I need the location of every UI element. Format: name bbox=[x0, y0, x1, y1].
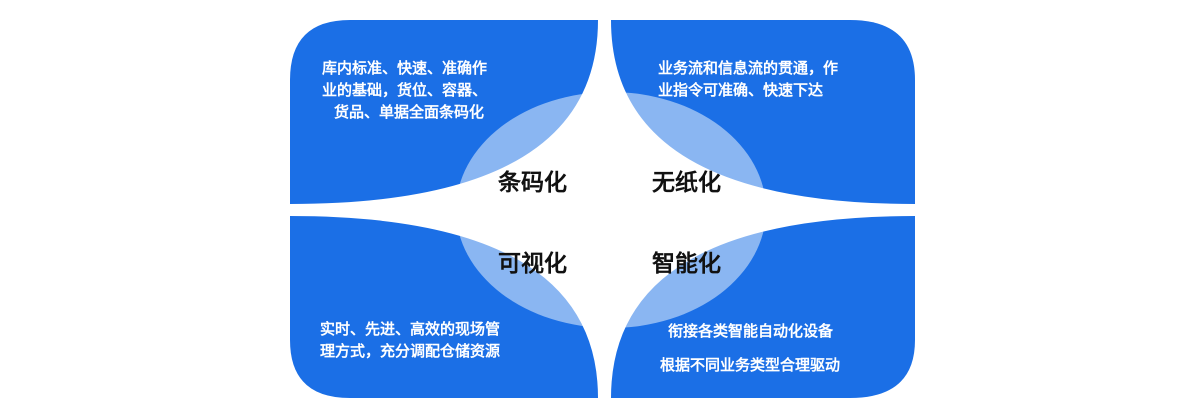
label-intelligent: 智能化 bbox=[652, 251, 721, 277]
description-line: 业务流和信息流的贯通，作 bbox=[658, 59, 839, 77]
label-visualization: 可视化 bbox=[498, 251, 567, 277]
description-line: 衔接各类智能自动化设备 bbox=[668, 322, 834, 340]
label-barcode: 条码化 bbox=[498, 170, 567, 196]
bottom-right-description: 衔接各类智能自动化设备 根据不同业务类型合理驱动 bbox=[660, 320, 840, 376]
description-line: 实时、先进、高效的现场管 bbox=[320, 320, 501, 338]
description-line: 业指令可准确、快速下达 bbox=[658, 81, 824, 99]
center-star-cutout bbox=[290, 20, 915, 398]
top-right-description: 业务流和信息流的贯通，作 业指令可准确、快速下达 bbox=[658, 57, 838, 101]
description-line: 根据不同业务类型合理驱动 bbox=[660, 356, 841, 374]
top-left-description: 库内标准、快速、准确作 业的基础，货位、容器、 货品、单据全面条码化 bbox=[322, 57, 487, 123]
label-paperless: 无纸化 bbox=[652, 170, 721, 196]
description-line: 货品、单据全面条码化 bbox=[334, 103, 485, 121]
bottom-left-description: 实时、先进、高效的现场管 理方式，充分调配仓储资源 bbox=[320, 318, 500, 362]
description-line: 理方式，充分调配仓储资源 bbox=[320, 342, 501, 360]
description-line: 业的基础，货位、容器、 bbox=[322, 81, 488, 99]
description-line: 库内标准、快速、准确作 bbox=[322, 59, 488, 77]
